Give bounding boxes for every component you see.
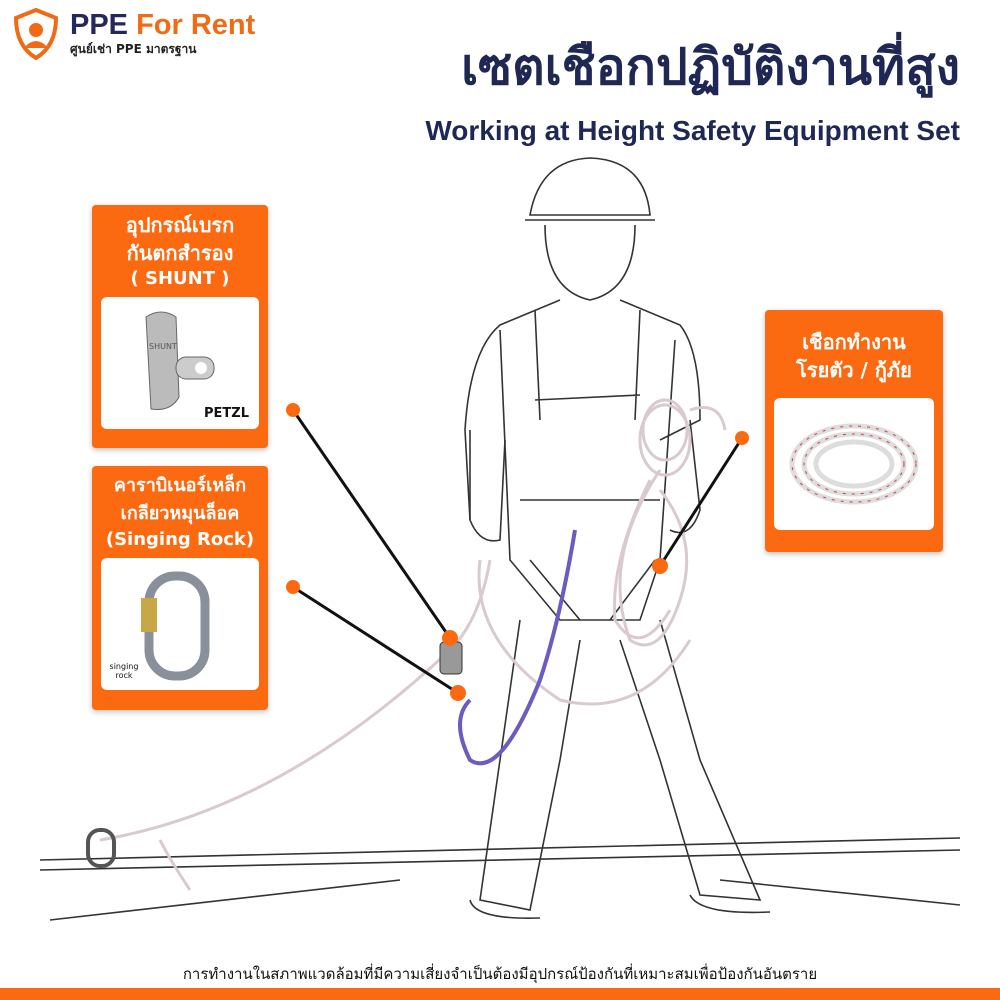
card-shunt: อุปกรณ์เบรก กันตกสำรอง ( SHUNT ) SHUNT P… bbox=[92, 205, 268, 448]
carabiner-image: singing rock bbox=[101, 558, 259, 690]
brand-name-part1: PPE bbox=[70, 8, 129, 41]
brand-name-part2: For Rent bbox=[136, 8, 256, 41]
footer-note: การทำงานในสภาพแวดล้อมที่มีความเสี่ยงจำเป… bbox=[182, 965, 818, 983]
card-rope: เชือกทำงาน โรยตัว / กู้ภัย bbox=[765, 310, 943, 552]
footer-bar bbox=[0, 988, 1000, 1000]
brand-tagline: ศูนย์เช่า PPE มาตรฐาน bbox=[70, 41, 197, 56]
shunt-image: SHUNT PETZL bbox=[101, 297, 259, 429]
card-line2: โรยตัว / กู้ภัย bbox=[796, 358, 912, 382]
shield-icon bbox=[13, 8, 59, 60]
card-line2: เกลียวหมุนล็อค bbox=[120, 503, 240, 524]
card-line1: คาราบิเนอร์เหล็ก bbox=[113, 475, 247, 496]
card-line3: (Singing Rock) bbox=[105, 529, 255, 550]
rope-image bbox=[774, 398, 934, 530]
card-line1: อุปกรณ์เบรก bbox=[125, 213, 235, 237]
petzl-logo: PETZL bbox=[204, 406, 249, 421]
page-title-thai: เซตเชือกปฏิบัติงานที่สูง bbox=[461, 38, 960, 96]
card-carabiner: คาราบิเนอร์เหล็ก เกลียวหมุนล็อค (Singing… bbox=[92, 466, 268, 710]
brand-logo: PPE For Rent ศูนย์เช่า PPE มาตรฐาน bbox=[12, 8, 255, 60]
card-line3: ( SHUNT ) bbox=[130, 268, 230, 289]
card-line1: เชือกทำงาน bbox=[802, 330, 906, 354]
singing-rock-logo: singing rock bbox=[109, 662, 139, 680]
page-title-english: Working at Height Safety Equipment Set bbox=[425, 115, 960, 146]
card-line2: กันตกสำรอง bbox=[126, 241, 234, 265]
shunt-marking: SHUNT bbox=[149, 342, 177, 351]
